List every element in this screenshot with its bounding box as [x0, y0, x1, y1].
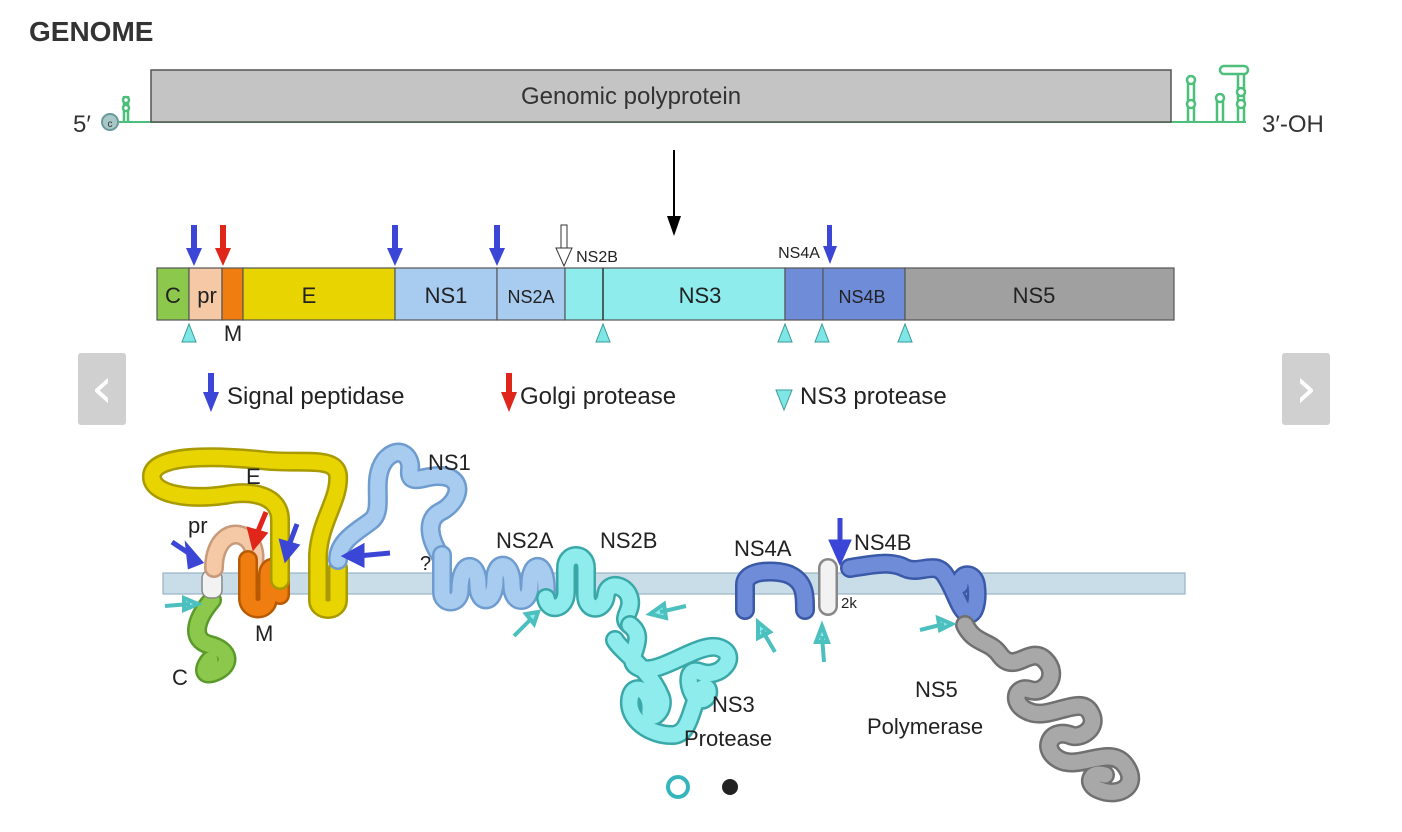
ns3-protease-arrow-icon [813, 620, 831, 663]
segment-label-E: E [302, 283, 317, 308]
topology-label-NS2B: NS2B [600, 528, 657, 553]
ns3-protease-arrow-icon [756, 617, 777, 654]
topology-cleavage-arrows [170, 511, 852, 570]
ns3-protease-triangle-icon [181, 322, 197, 343]
ns3-protease-arrow-icon [164, 594, 204, 614]
signal-peptidase-arrow-icon [186, 225, 202, 266]
signal-peptidase-arrow-icon [387, 225, 403, 266]
protein-NS5 [957, 617, 1138, 800]
topology-label-2k: 2k [841, 595, 857, 612]
legend-golgi-arrow-icon [501, 373, 517, 412]
signal-peptidase-arrow-icon [489, 225, 505, 266]
topology-label-NS1: NS1 [428, 450, 471, 475]
carousel-prev-button[interactable]: ‹ [78, 353, 126, 425]
five-prime-label: 5′ [73, 111, 91, 138]
signal-peptidase-arrow-icon [340, 542, 391, 569]
ns3-protease-triangle-icon [814, 322, 830, 343]
segment-label-NS5: NS5 [1013, 283, 1056, 308]
protein-NS4A [737, 563, 813, 618]
segment-bar: C pr M E NS1 NS2A NS2B NS3 NS4A NS4B NS5 [156, 245, 1175, 346]
three-prime-label: 3′-OH [1262, 111, 1324, 138]
chevron-right-icon: › [1294, 356, 1318, 421]
legend-golgi-protease: Golgi protease [520, 383, 676, 410]
cap-icon [101, 113, 119, 131]
segment-NS2A [496, 267, 566, 321]
legend-signal-arrow-icon [203, 373, 219, 412]
segment-NS1 [394, 267, 498, 321]
topology-label-question: ? [420, 553, 431, 575]
topology-label-NS3-sub: Protease [684, 726, 772, 751]
segment-NS3 [564, 267, 786, 321]
topology-label-NS5-sub: Polymerase [867, 714, 983, 739]
segment-NS5 [904, 267, 1175, 321]
legend: Signal peptidase Golgi protease NS3 prot… [203, 373, 947, 412]
signal-peptidase-arrow-icon [170, 539, 205, 570]
legend-signal-peptidase: Signal peptidase [227, 383, 404, 410]
segment-NS4A [784, 267, 824, 321]
polyprotein-box [150, 69, 1172, 123]
ns3-protease-arrow-icon [645, 600, 687, 621]
three-prime-stem-loop-icon [1185, 64, 1250, 121]
protein-NS1 [330, 445, 465, 568]
polyprotein-label: Genomic polyprotein [521, 83, 741, 110]
legend-ns3-protease: NS3 protease [800, 383, 947, 410]
carousel-next-button[interactable]: › [1282, 353, 1330, 425]
segment-C [156, 267, 190, 321]
topology-label-E: E [246, 464, 261, 489]
unknown-protease-arrow-icon [555, 224, 573, 268]
topology-label-pr: pr [188, 513, 208, 538]
segment-E [242, 267, 396, 321]
segment-label-NS2A: NS2A [507, 287, 554, 307]
topology-label-NS2A: NS2A [496, 528, 554, 553]
chevron-left-icon: ‹ [90, 356, 114, 421]
protein-E [144, 449, 346, 617]
cleavage-arrows [186, 224, 837, 268]
segment-label-NS1: NS1 [425, 283, 468, 308]
ns3-protease-triangle-icon [897, 322, 913, 343]
page-title: GENOME [29, 16, 154, 47]
segment-label-NS4A: NS4A [778, 245, 820, 262]
protein-NS2B [538, 548, 638, 633]
protein-NS2A [434, 547, 554, 609]
five-prime-stem-loop-icon [121, 95, 131, 121]
segment-NS4B [822, 267, 906, 321]
segment-label-pr: pr [197, 283, 217, 308]
segment-label-NS2B: NS2B [576, 249, 618, 266]
legend-ns3-triangle-icon [775, 389, 793, 412]
carousel-dot-2[interactable] [722, 779, 738, 795]
topology-label-NS5: NS5 [915, 677, 958, 702]
protein-topology [142, 442, 1141, 803]
segment-M [221, 267, 244, 321]
golgi-protease-arrow-icon [215, 225, 231, 266]
processing-arrowhead [667, 216, 681, 236]
signal-peptidase-arrow-icon [278, 523, 301, 564]
topology-ns3-arrows [164, 594, 957, 663]
protein-NS4B [842, 556, 985, 622]
ns3-cleavage-sites [181, 322, 913, 343]
topology-label-C: C [172, 665, 188, 690]
cap-label: c [108, 119, 113, 130]
protein-NS3 [607, 617, 736, 743]
segment-label-M: M [224, 321, 242, 346]
protein-C [189, 592, 234, 681]
ns3-protease-triangle-icon [777, 322, 793, 343]
carousel-dot-1[interactable] [666, 775, 690, 799]
signal-peptidase-arrow-icon [828, 518, 852, 567]
topology-label-M: M [255, 621, 273, 646]
topology-label-NS4A: NS4A [734, 536, 792, 561]
golgi-protease-arrow-icon [246, 511, 269, 552]
ns3-protease-arrow-icon [919, 614, 957, 633]
ns3-protease-arrow-icon [512, 609, 541, 638]
topology-label-NS4B: NS4B [854, 530, 911, 555]
signal-peptidase-arrow-icon [823, 225, 837, 264]
topology-label-NS3: NS3 [712, 692, 755, 717]
segment-pr [188, 267, 223, 321]
segment-label-C: C [165, 283, 181, 308]
segment-label-NS3: NS3 [679, 283, 722, 308]
ns3-protease-triangle-icon [595, 322, 611, 343]
segment-label-NS4B: NS4B [838, 287, 885, 307]
